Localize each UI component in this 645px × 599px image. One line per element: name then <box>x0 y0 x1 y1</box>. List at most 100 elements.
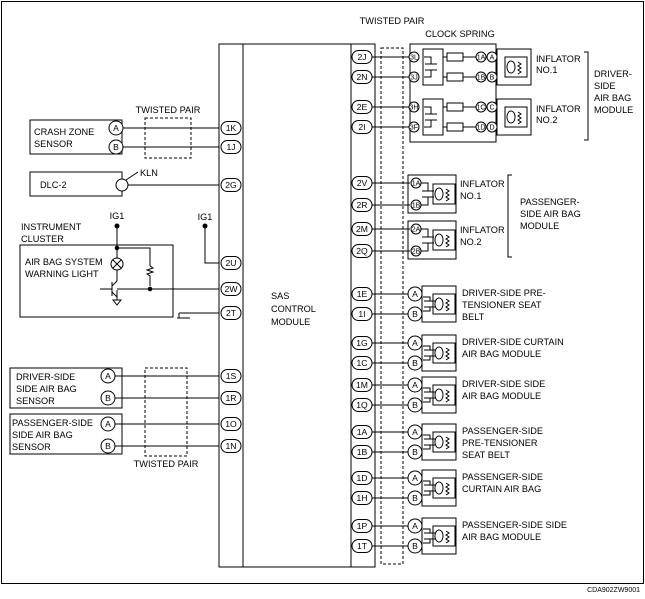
connector-1S <box>220 369 242 383</box>
inflator-out-pin-b-1 <box>475 121 487 133</box>
device-2-squib-resistor <box>445 389 450 403</box>
passenger-inflator-pin-b-1-label: 2B <box>412 249 421 256</box>
device-1-pin-a-label: A <box>412 338 418 348</box>
driver-inflator-box-1 <box>496 98 532 136</box>
device-2-pin-a-label: A <box>412 380 418 390</box>
passenger-side-sensor-pin-b-label: B <box>105 441 111 451</box>
driver-inflator-squib-0 <box>504 56 528 78</box>
twisted-pair-left-bottom-box <box>144 367 188 457</box>
ig1-wire-2U <box>204 226 219 264</box>
ig1-left-label: IG1 <box>110 211 125 221</box>
device-5-cap-wire-a <box>423 528 431 533</box>
inflator-in-pin-a-0-label: A <box>490 55 495 62</box>
driver-inflator-label-1-line: INFLATOR <box>536 104 581 114</box>
driver-airbag-module-label-line: AIR BAG <box>594 93 631 103</box>
device-3-pin-b-label: B <box>412 447 418 457</box>
device-4-pin-b-label: B <box>412 493 418 503</box>
warning-light-label-line: AIR BAG SYSTEM <box>25 257 103 267</box>
instrument-cluster-label-line: CLUSTER <box>21 234 64 244</box>
device-4-label-line: CURTAIN AIR BAG <box>462 484 541 494</box>
transistor-emitter <box>111 291 118 298</box>
resistor-wire-top <box>117 247 151 266</box>
connector-2T <box>220 306 242 320</box>
device-1-label-line: AIR BAG MODULE <box>462 349 541 359</box>
device-4-squib-resistor <box>445 482 450 496</box>
device-1-label-line: DRIVER-SIDE CURTAIN <box>462 337 564 347</box>
connector-2T-label: 2T <box>226 308 237 318</box>
transistor-collector <box>111 280 118 287</box>
passenger-inflator-label-0-line: INFLATOR <box>460 179 505 189</box>
driver-airbag-module-label-line: DRIVER- <box>594 69 632 79</box>
connector-2U <box>220 256 242 270</box>
sas-module-box <box>218 43 376 568</box>
device-1-squib-loop <box>434 346 444 360</box>
inflator-in-pin-a-1-label: C <box>489 105 494 112</box>
driver-inflator-squib-0-loop <box>506 60 516 74</box>
device-5-squib-resistor <box>445 530 450 544</box>
inflator-out-pin-b-0-label: 1B <box>477 75 486 82</box>
connector-1K <box>220 121 242 135</box>
passenger-airbag-connector-3-label: 2Q <box>356 246 368 256</box>
dlc2-label: DLC-2 <box>40 180 67 190</box>
device-2-pin-b-label: B <box>412 400 418 410</box>
device-2-cap-wire-b <box>423 398 431 403</box>
device-1-connector-a-label: 1G <box>356 338 368 348</box>
pullup-resistor <box>145 265 155 286</box>
device-3-connector-a-label: 1A <box>357 427 368 437</box>
device-2-label-line: AIR BAG MODULE <box>462 391 541 401</box>
passenger-inflator-pin-b-0-label: 1B <box>412 203 421 210</box>
driver-airbag-connector-1-label: 2N <box>357 72 368 82</box>
passenger-inflator-cap-0-wire-b <box>421 197 429 206</box>
device-3-pin-a-label: A <box>412 427 418 437</box>
device-3-squib-resistor <box>445 436 450 450</box>
diagram-frame <box>1 1 644 584</box>
device-3-label-line: PRE-TENSIONER <box>462 438 538 448</box>
driver-inflator-squib-1-loop <box>506 110 516 124</box>
connector-1R-label: 1R <box>226 393 237 403</box>
device-0-cap-wire-a <box>423 296 431 301</box>
device-3-box <box>421 423 457 461</box>
device-0-connector-b-label: 1I <box>358 309 365 319</box>
connector-2U-label: 2U <box>226 258 237 268</box>
passenger-side-sensor-pin-a-label: A <box>105 419 111 429</box>
device-4-squib <box>432 477 456 499</box>
device-2-squib <box>432 384 456 406</box>
twisted-pair-right-box <box>380 47 404 565</box>
connector-1K-label: 1K <box>226 123 237 133</box>
warning-light-label-line: WARNING LIGHT <box>25 269 99 279</box>
ig1-right-label: IG1 <box>198 212 213 222</box>
sas-module-label-line: MODULE <box>271 317 310 327</box>
passenger-airbag-bracket <box>507 174 512 258</box>
device-0-squib-loop <box>434 297 444 311</box>
device-0-label-line: TENSIONER SEAT <box>462 300 542 310</box>
clock-spring-cap-1-wire-a <box>424 106 432 114</box>
twisted-pair-right-label: TWISTED PAIR <box>360 16 425 26</box>
passenger-inflator-squib-1-resistor <box>445 234 450 248</box>
device-5-label-line: AIR BAG MODULE <box>462 532 541 542</box>
inflator-out-pin-a-1-label: 1C <box>477 105 486 112</box>
driver-airbag-connector-0-label: 2J <box>357 52 366 62</box>
footer-code: CDA902ZW9001 <box>587 587 640 594</box>
passenger-side-sensor-box <box>9 413 123 455</box>
connector-2W <box>220 282 242 296</box>
ground-symbol-left <box>111 299 123 306</box>
driver-inflator-label-0-line: NO.1 <box>536 65 557 75</box>
connector-1N <box>220 439 242 453</box>
device-0-squib-resistor <box>445 298 450 312</box>
device-5-connector-b-label: 1T <box>357 541 368 551</box>
device-2-squib-loop <box>434 388 444 402</box>
device-5-cap-wire-b <box>423 539 431 544</box>
device-2-connector-a-label: 1M <box>356 380 368 390</box>
device-0-pin-b-label: B <box>412 309 418 319</box>
passenger-inflator-squib-1-loop <box>434 233 444 247</box>
passenger-side-sensor-label-line: SENSOR <box>12 442 51 452</box>
device-0-connector-a-label: 1E <box>357 289 368 299</box>
passenger-inflator-label-1-line: INFLATOR <box>460 225 505 235</box>
passenger-inflator-label-0-line: NO.1 <box>460 191 481 201</box>
driver-airbag-bracket <box>584 51 589 141</box>
twisted-pair-left-top-label: TWISTED PAIR <box>136 105 201 115</box>
device-5-squib-loop <box>434 529 444 543</box>
device-5-pin-a-label: A <box>412 521 418 531</box>
clock-spring-pin-0-label: 3L <box>410 55 418 62</box>
inflator-out-pin-a-0-label: 1A <box>477 55 486 62</box>
